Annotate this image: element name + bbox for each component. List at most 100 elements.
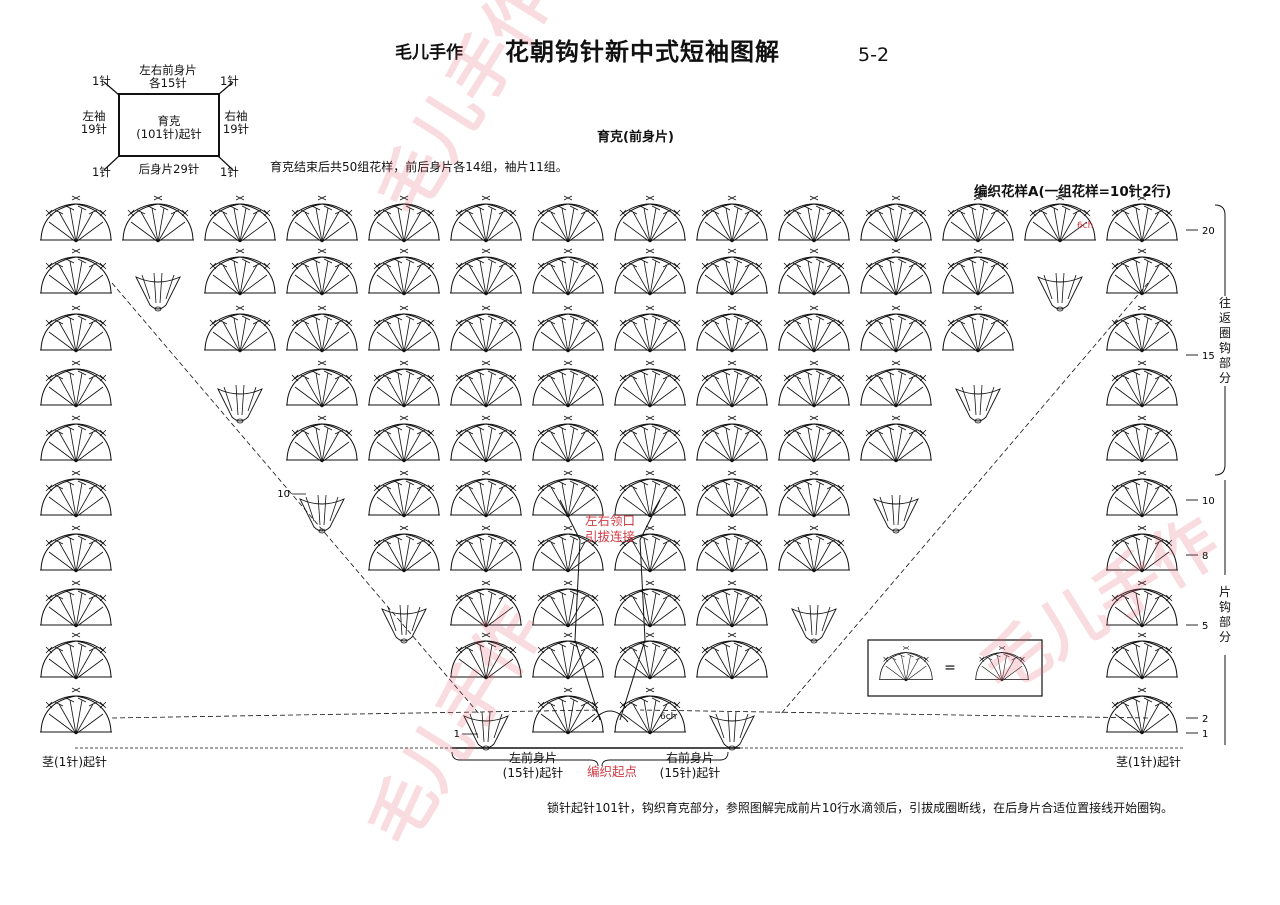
crochet-motif [449, 195, 523, 243]
chain-start-line [75, 747, 1185, 767]
schematic-corner-ticks [103, 81, 234, 171]
crochet-motif [777, 525, 851, 573]
schematic-top-label: 左右前身片各15针 [139, 63, 197, 90]
crochet-motif [285, 415, 359, 463]
crochet-motif [449, 415, 523, 463]
crochet-motif [39, 470, 113, 518]
crochet-motif [695, 195, 769, 243]
row-label: 1 [1202, 729, 1208, 740]
drop-motif [381, 604, 427, 644]
yoke-schematic-box [118, 93, 220, 157]
crochet-motif [367, 360, 441, 408]
left-row-label-1: 1 [454, 729, 460, 740]
crochet-motif [695, 248, 769, 296]
crochet-motif [367, 248, 441, 296]
crochet-motif [777, 470, 851, 518]
crochet-motif [695, 470, 769, 518]
crochet-motif [1105, 305, 1179, 353]
crochet-motif [39, 195, 113, 243]
inset-motif-left [878, 646, 934, 682]
drop-motif [299, 494, 345, 534]
crochet-motif [613, 415, 687, 463]
diagram-subtitle: 育克(前身片) [597, 130, 674, 145]
crochet-motif [531, 470, 605, 518]
connection-line [639, 709, 1149, 719]
connection-lines [111, 282, 1149, 719]
crochet-motif [285, 248, 359, 296]
crochet-motif [777, 360, 851, 408]
crochet-motif [695, 360, 769, 408]
crochet-motif [39, 525, 113, 573]
left-stem-label: 茎(1针)起针 [42, 755, 107, 769]
crochet-motif [777, 195, 851, 243]
crochet-motif [367, 305, 441, 353]
crochet-motif [203, 248, 277, 296]
crochet-motif [695, 415, 769, 463]
pattern-a-inset [867, 639, 1043, 697]
crochet-motif [1105, 195, 1179, 243]
crochet-motif [613, 580, 687, 628]
crochet-motif [449, 305, 523, 353]
bracket-label-round: 往返圈钩部分 [1218, 296, 1232, 386]
crochet-motif [39, 580, 113, 628]
crochet-motif [39, 415, 113, 463]
right-stem-label: 茎(1针)起针 [1116, 755, 1181, 769]
crochet-motif [695, 525, 769, 573]
crochet-motif [39, 360, 113, 408]
chain-label-bottom: 6ch [660, 712, 676, 722]
crochet-motif [1105, 248, 1179, 296]
drop-motif [217, 384, 263, 424]
left-row-arrows [292, 493, 478, 735]
crochet-motif [941, 248, 1015, 296]
schematic-corner-tr: 1针 [220, 74, 239, 88]
crochet-motif [531, 195, 605, 243]
yoke-note: 育克结束后共50组花样，前后身片各14组，袖片11组。 [270, 160, 568, 174]
crochet-motif [39, 248, 113, 296]
crochet-motif [1105, 360, 1179, 408]
crochet-motif [859, 195, 933, 243]
connection-line [111, 709, 601, 719]
crochet-motif [1105, 687, 1179, 735]
crochet-motif [1105, 415, 1179, 463]
crochet-motif [367, 525, 441, 573]
crochet-motif [613, 687, 687, 735]
crochet-motif [859, 360, 933, 408]
left-front-label: 左前身片(15针)起针 [502, 751, 564, 780]
bracket-label-flat: 片钩部分 [1218, 585, 1232, 645]
drop-motif [791, 604, 837, 644]
crochet-motif [285, 195, 359, 243]
crochet-motif [449, 248, 523, 296]
crochet-motif [121, 195, 195, 243]
crochet-motif [367, 470, 441, 518]
crochet-motif [941, 305, 1015, 353]
schematic-corner-br: 1针 [220, 165, 239, 179]
crochet-motif [613, 195, 687, 243]
crochet-motif [613, 360, 687, 408]
right-bracket [1214, 204, 1226, 745]
page-title: 花朝钩针新中式短袖图解 [505, 38, 780, 66]
row-label: 15 [1202, 351, 1215, 362]
crochet-motif [449, 360, 523, 408]
crochet-motif [531, 687, 605, 735]
crochet-motif [449, 470, 523, 518]
crochet-motif [449, 525, 523, 573]
crochet-motif [39, 305, 113, 353]
crochet-motif [1023, 195, 1097, 243]
neck-drop-detail [559, 499, 661, 723]
page-number: 5-2 [858, 44, 890, 66]
crochet-motif [531, 305, 605, 353]
bottom-note: 锁针起针101针，钩织育克部分，参照图解完成前片10行水滴领后，引拔成圈断线，在… [547, 801, 1174, 815]
drop-motif [135, 272, 181, 312]
crochet-motif [613, 248, 687, 296]
crochet-motif [695, 305, 769, 353]
drop-motif [709, 711, 755, 751]
crochet-motif [285, 305, 359, 353]
crochet-motif [859, 305, 933, 353]
crochet-motif [203, 305, 277, 353]
crochet-motif [777, 305, 851, 353]
inset-equals: = [944, 660, 956, 676]
brand-label: 毛儿手作 [395, 43, 463, 63]
